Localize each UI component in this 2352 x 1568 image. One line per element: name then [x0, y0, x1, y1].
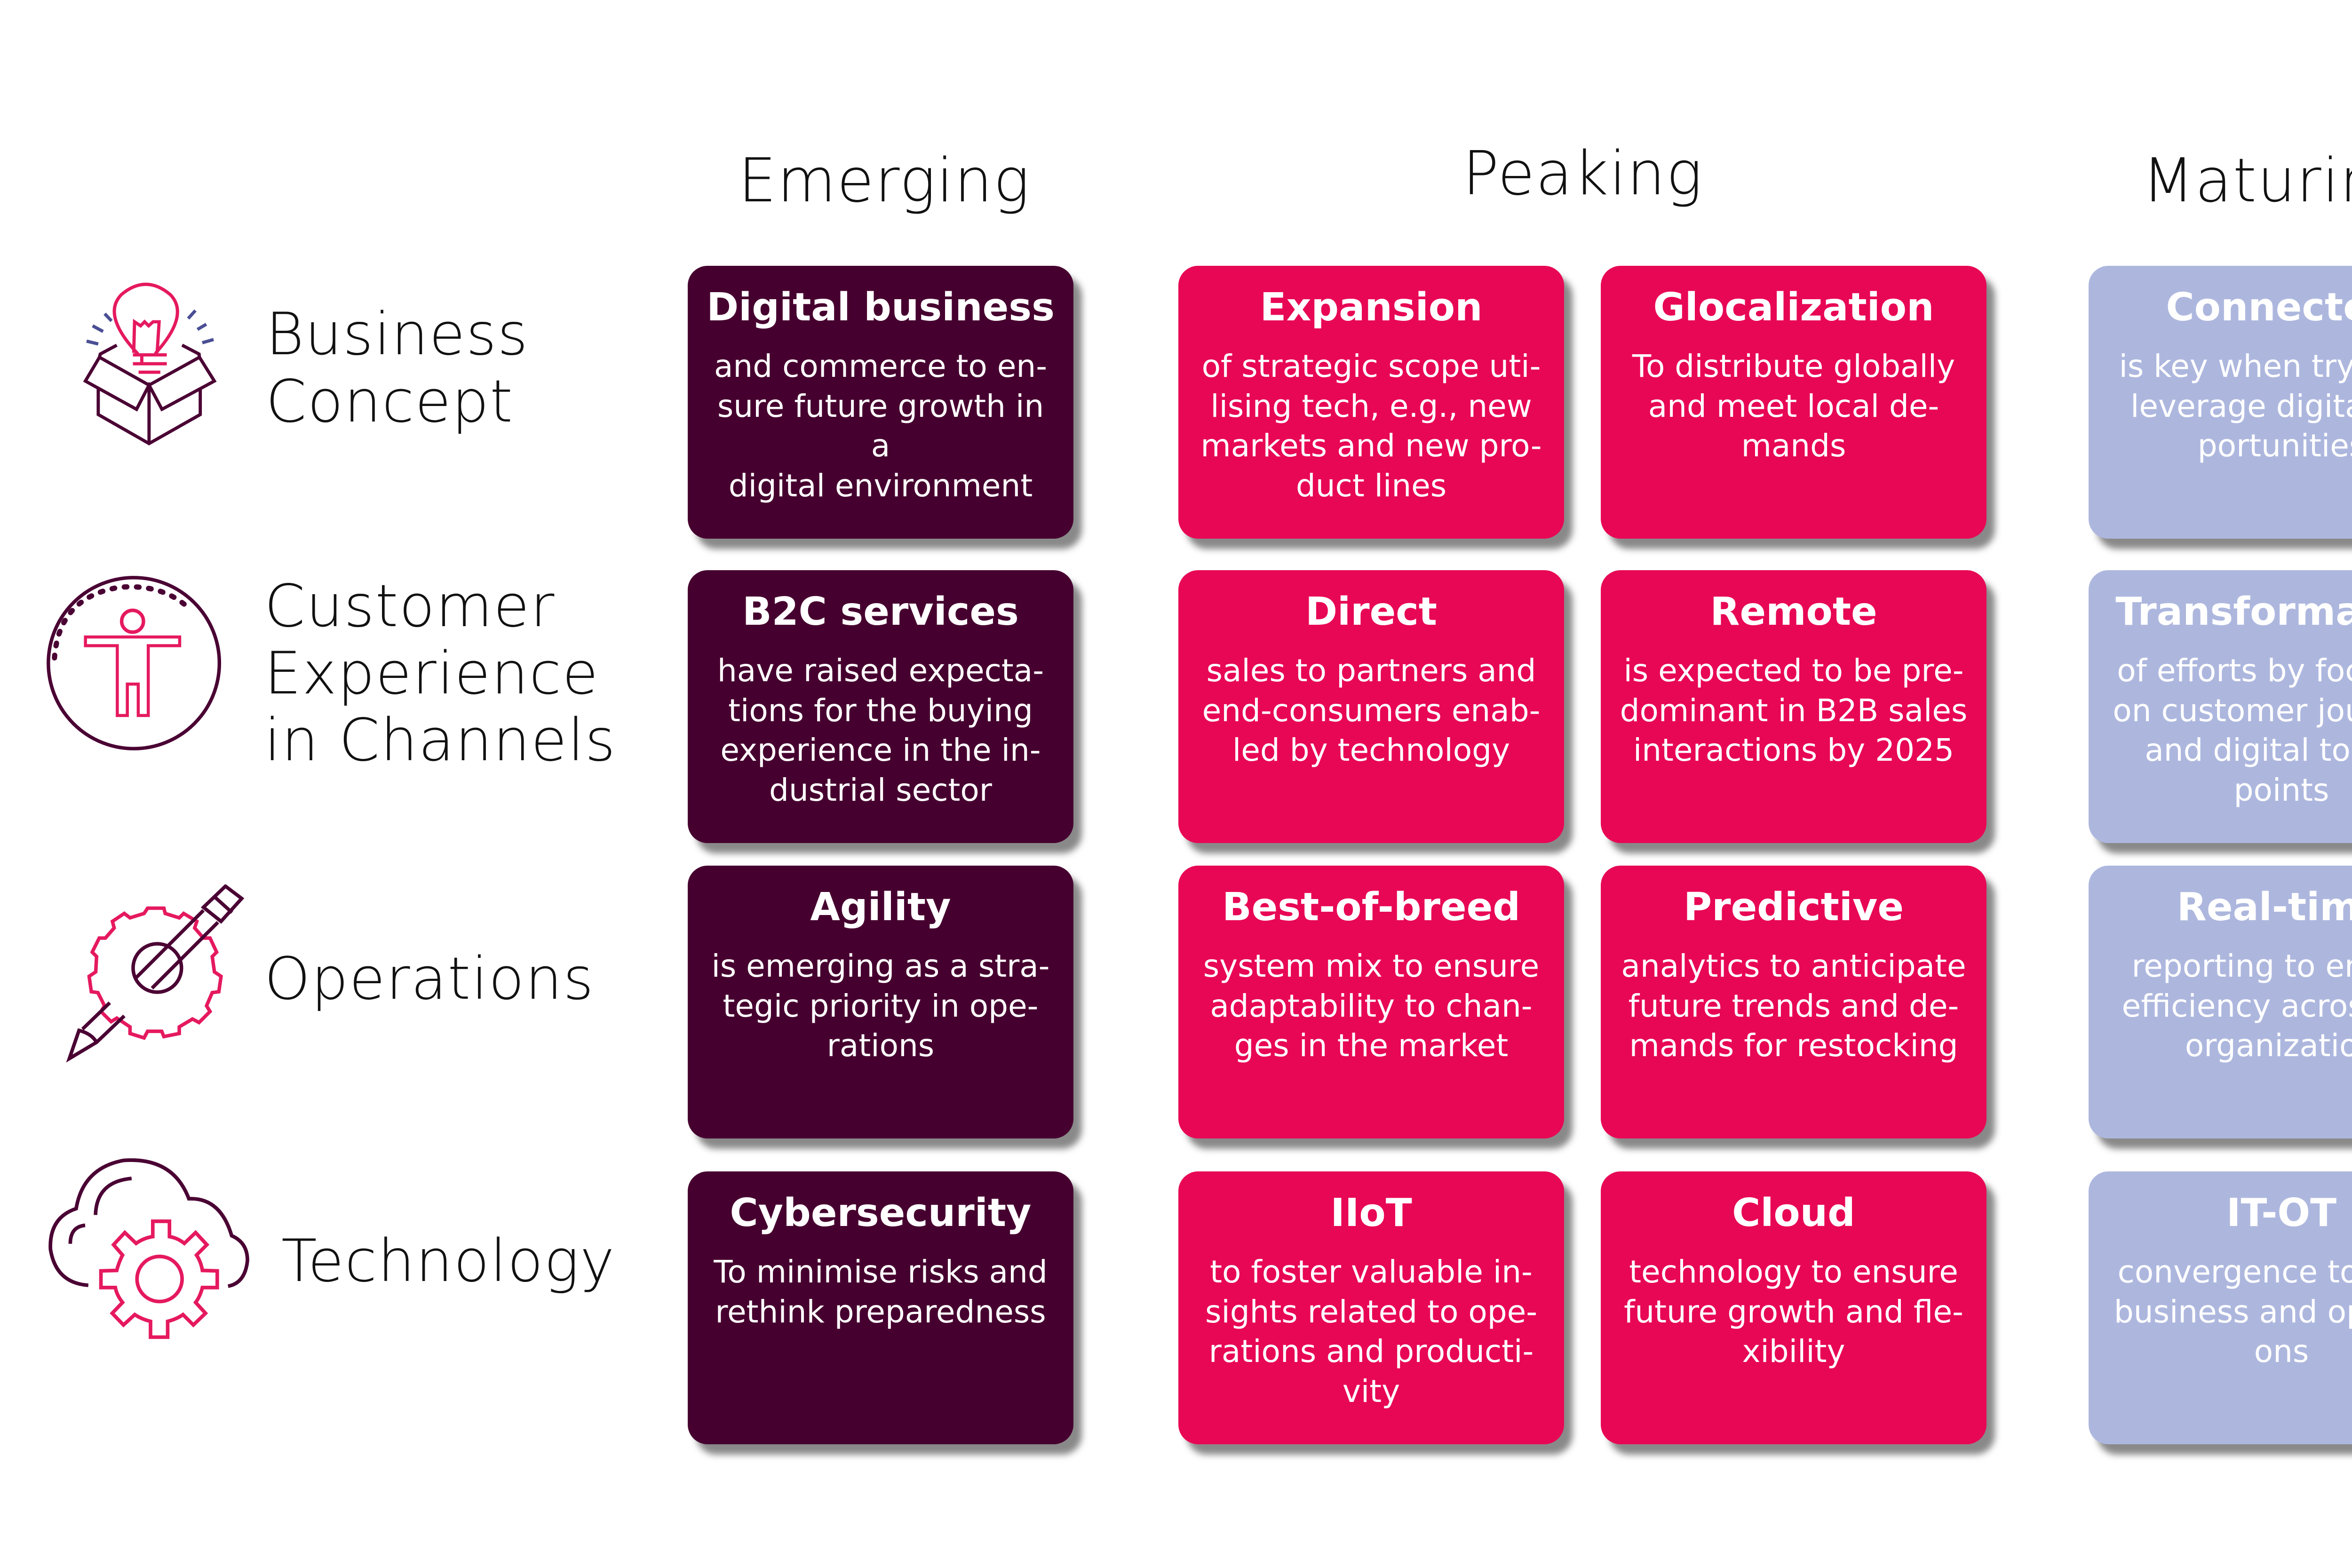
- card-body: system mix to ensure adaptability to cha…: [1203, 948, 1540, 1064]
- card-title: Agility: [810, 885, 951, 930]
- card-connected: Connected is key when trying to leverage…: [2089, 266, 2352, 539]
- card-title: IT-OT: [2226, 1191, 2337, 1235]
- card-body: is key when trying to leverage digital o…: [2119, 348, 2352, 464]
- card-body: and commerce to en- sure future growth i…: [714, 348, 1048, 504]
- card-agility: Agility is emerging as a stra- tegic pri…: [688, 866, 1073, 1138]
- card-body: have raised expecta- tions for the buyin…: [717, 653, 1044, 808]
- card-title: Transformation: [2115, 589, 2352, 634]
- card-body: convergence to unify business and operat…: [2114, 1254, 2352, 1370]
- phase-header-emerging: Emerging: [738, 146, 1031, 216]
- card-body: sales to partners and end-consumers enab…: [1202, 653, 1541, 769]
- card-title: Cloud: [1732, 1191, 1855, 1235]
- card-b2c-services: B2C services have raised expecta- tions …: [688, 570, 1073, 843]
- card-expansion: Expansion of strategic scope uti- lising…: [1178, 266, 1564, 539]
- phase-header-maturing: Maturing: [2142, 146, 2352, 216]
- card-body: is emerging as a stra- tegic priority in…: [711, 948, 1050, 1064]
- card-title: Expansion: [1260, 285, 1483, 330]
- card-title: Digital business: [707, 285, 1055, 330]
- card-title: Real-time: [2177, 885, 2352, 930]
- phase-header-peaking: Peaking: [1462, 139, 1703, 209]
- card-title: Direct: [1305, 589, 1438, 634]
- card-title: Predictive: [1684, 885, 1904, 930]
- cloud-gear-icon: [42, 1157, 259, 1350]
- card-best-of-breed: Best-of-breed system mix to ensure adapt…: [1178, 866, 1564, 1138]
- card-iiot: IIoT to foster valuable in- sights relat…: [1178, 1171, 1564, 1444]
- card-body: reporting to ensure efficiency across th…: [2122, 948, 2352, 1064]
- card-title: Remote: [1710, 589, 1877, 634]
- card-body: analytics to anticipate future trends an…: [1621, 948, 1966, 1064]
- row-label-business-concept: Business Concept: [266, 301, 529, 436]
- card-title: IIoT: [1330, 1191, 1412, 1235]
- card-title: Glocalization: [1653, 285, 1934, 330]
- card-title: Connected: [2166, 285, 2352, 330]
- card-body: of efforts by focusing on customer journ…: [2113, 653, 2352, 808]
- row-label-technology: Technology: [281, 1227, 616, 1295]
- card-body: technology to ensure future growth and f…: [1624, 1254, 1963, 1370]
- card-body: To minimise risks and rethink preparedne…: [714, 1254, 1048, 1330]
- card-body: To distribute globally and meet local de…: [1632, 348, 1955, 464]
- card-title: Cybersecurity: [730, 1191, 1032, 1235]
- card-direct: Direct sales to partners and end-consume…: [1178, 570, 1564, 843]
- card-digital-business: Digital business and commerce to en- sur…: [688, 266, 1073, 539]
- person-circle-icon: [41, 571, 233, 763]
- gear-pencil-icon: [52, 883, 254, 1073]
- lightbulb-box-icon: [61, 271, 230, 463]
- card-cloud: Cloud technology to ensure future growth…: [1601, 1171, 1986, 1444]
- card-title: B2C services: [742, 589, 1019, 634]
- card-glocalization: Glocalization To distribute globally and…: [1601, 266, 1986, 539]
- row-label-operations: Operations: [264, 945, 595, 1013]
- card-predictive: Predictive analytics to anticipate futur…: [1601, 866, 1986, 1138]
- row-label-customer-experience: Customer Experience in Channels: [264, 573, 617, 775]
- card-transformation: Transformation of efforts by focusing on…: [2089, 570, 2352, 843]
- card-body: to foster valuable in- sights related to…: [1205, 1254, 1538, 1409]
- card-body: is expected to be pre- dominant in B2B s…: [1620, 653, 1968, 769]
- card-remote: Remote is expected to be pre- dominant i…: [1601, 570, 1986, 843]
- card-real-time: Real-time reporting to ensure efficiency…: [2089, 866, 2352, 1138]
- card-body: of strategic scope uti- lising tech, e.g…: [1200, 348, 1542, 504]
- card-it-ot: IT-OT convergence to unify business and …: [2089, 1171, 2352, 1444]
- card-cybersecurity: Cybersecurity To minimise risks and reth…: [688, 1171, 1073, 1444]
- card-title: Best-of-breed: [1222, 885, 1520, 930]
